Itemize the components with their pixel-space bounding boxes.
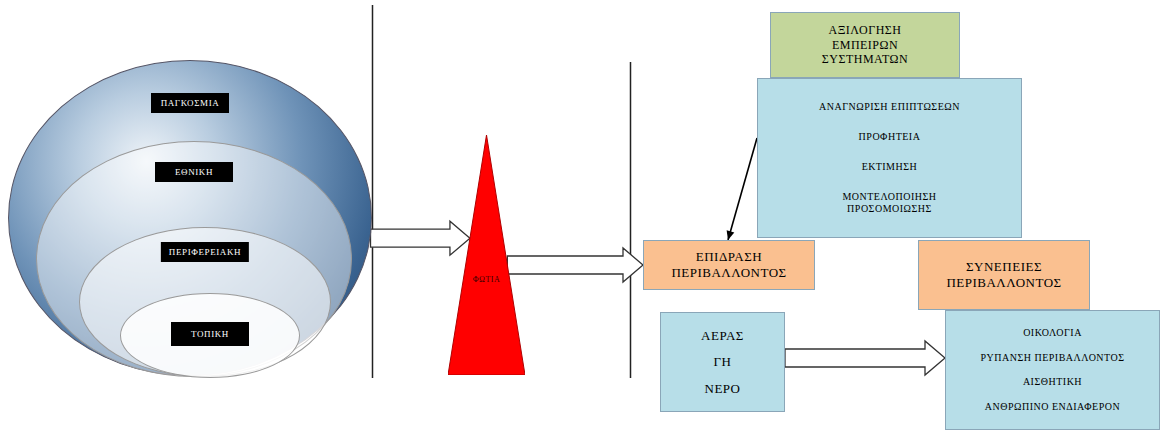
block-arrow-shape: [371, 221, 470, 255]
box-text: ΝΕΡΟ: [705, 381, 741, 397]
scale-circle: ΕΘΝΙΚΗ ΠΕΡΙΦΕΡΕΙΑΚΗ ΤΟΠΙΚΗ: [36, 141, 352, 377]
scale-label: ΠΕΡΙΦΕΡΕΙΑΚΗ: [161, 242, 249, 262]
box-text: ΣΥΝΕΠΕΙΕΣ ΠΕΡΙΒΑΛΛΟΝΤΟΣ: [934, 259, 1074, 290]
connector-line: [728, 138, 757, 240]
globe-circle: ΠΑΓΚΟΣΜΙΑ ΕΘΝΙΚΗ ΠΕΡΙΦΕΡΕΙΑΚΗ ΤΟΠΙΚΗ: [8, 60, 372, 376]
method-box: ΑΝΑΓΝΩΡΙΣΗ ΕΠΙΠΤΩΣΕΩΝ ΠΡΟΦΗΤΕΙΑ ΕΚΤΙΜΗΣΗ ΜΟ…: [757, 78, 1022, 238]
connector-arrow: [727, 138, 757, 240]
box-text: ΜΟΝΤΕΛΟΠΟΙΗΣΗ ΠΡΟΣΟΜΟΙΩΣΗΣ: [825, 191, 955, 215]
consequence-box: ΣΥΝΕΠΕΙΕΣ ΠΕΡΙΒΑΛΛΟΝΤΟΣ: [918, 240, 1090, 310]
element-box: ΑΕΡΑΣ ΓΗ ΝΕΡΟ: [660, 312, 785, 412]
box-text: ΓΗ: [714, 354, 732, 370]
scale-circle: ΤΟΠΙΚΗ: [120, 293, 300, 378]
scale-circle: ΠΕΡΙΦΕΡΕΙΑΚΗ ΤΟΠΙΚΗ: [79, 227, 331, 377]
box-text: ΑΝΘΡΩΠΙΝΟ ΕΝΔΙΑΦΕΡΟΝ: [985, 401, 1120, 413]
block-arrow-shape: [785, 341, 945, 375]
arrow-head: [727, 230, 735, 240]
block-arrow: [507, 248, 643, 282]
block-arrow-shape: [507, 248, 643, 282]
box-text: ΟΙΚΟΛΟΓΙΑ: [1023, 327, 1082, 339]
scale-label: ΤΟΠΙΚΗ: [171, 322, 249, 346]
scale-label: ΠΑΓΚΟΣΜΙΑ: [151, 93, 229, 113]
triangle-outline: [448, 135, 525, 375]
box-text: ΡΥΠΑΝΣΗ ΠΕΡΙΒΑΛΛΟΝΤΟΣ: [980, 352, 1124, 364]
fire-label: ΦΩΤΙΑ: [448, 275, 525, 285]
box-text: ΑΞΙΛΟΓΗΣΗ ΕΜΠΕΙΡΩΝ ΣΥΣΤΗΜΑΤΩΝ: [809, 23, 921, 66]
consequence-list-box: ΟΙΚΟΛΟΓΙΑ ΡΥΠΑΝΣΗ ΠΕΡΙΒΑΛΛΟΝΤΟΣ ΑΙΣΘΗΤΙΚΗ Α…: [945, 310, 1160, 430]
divider-line: [372, 5, 374, 378]
box-text: ΑΕΡΑΣ: [701, 328, 744, 344]
block-arrow: [371, 221, 470, 255]
box-text: ΕΠΙΔΡΑΣΗ ΠΕΡΙΒΑΛΛΟΝΤΟΣ: [659, 249, 799, 280]
box-text: ΑΙΣΘΗΤΙΚΗ: [1023, 376, 1082, 388]
evaluation-box: ΑΞΙΛΟΓΗΣΗ ΕΜΠΕΙΡΩΝ ΣΥΣΤΗΜΑΤΩΝ: [770, 12, 960, 78]
triangle-shape: [448, 135, 525, 375]
fire-triangle: ΦΩΤΙΑ: [448, 135, 525, 375]
box-text: ΠΡΟΦΗΤΕΙΑ: [859, 131, 921, 143]
divider-line: [630, 62, 632, 378]
box-text: ΑΝΑΓΝΩΡΙΣΗ ΕΠΙΠΤΩΣΕΩΝ: [819, 101, 960, 113]
scale-label: ΕΘΝΙΚΗ: [155, 162, 233, 182]
box-text: ΕΚΤΙΜΗΣΗ: [862, 161, 917, 173]
block-arrow: [785, 341, 945, 375]
impact-box: ΕΠΙΔΡΑΣΗ ΠΕΡΙΒΑΛΛΟΝΤΟΣ: [643, 240, 815, 290]
